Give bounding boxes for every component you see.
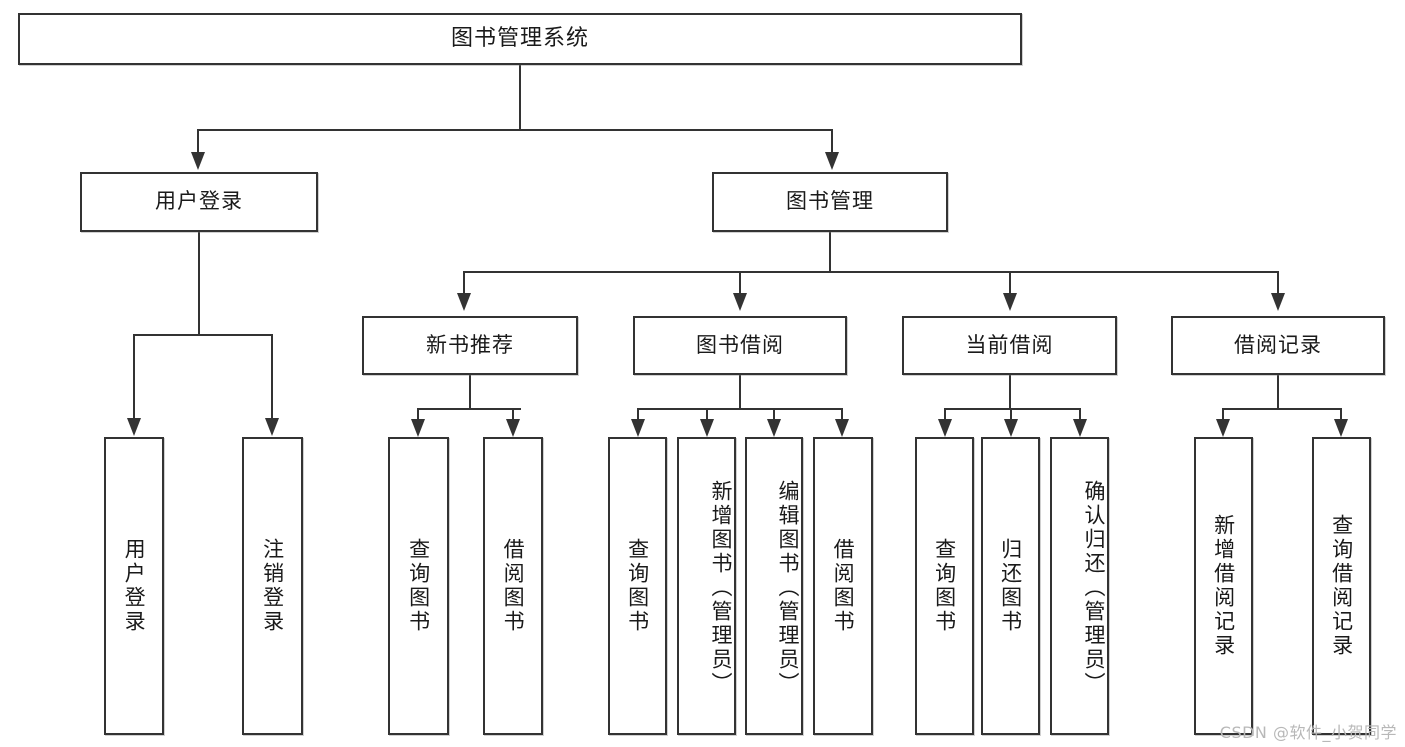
arrow-leaf-new-book-1 (506, 419, 520, 437)
connector-book-borrow-bus (637, 408, 843, 410)
arrow-leaf-book-borrow-1 (700, 419, 714, 437)
arrow-leaf-current-borrow-0 (938, 419, 952, 437)
connector-level2-bus (197, 129, 833, 131)
connector-drop-level3-3 (1277, 271, 1279, 295)
connector-drop-leaf-user-login-1 (271, 334, 273, 420)
connector-drop-leaf-current-borrow-2 (1079, 408, 1081, 421)
leaf-book-borrow-1[interactable]: 新增图书（管理员） (677, 437, 736, 735)
leaf-current-borrow-1[interactable]: 归还图书 (981, 437, 1040, 735)
node-user-login[interactable]: 用户登录 (80, 172, 318, 232)
connector-book-manage-stem (829, 232, 831, 273)
arrow-leaf-borrow-record-0 (1216, 419, 1230, 437)
leaf-new-book-recommend-0[interactable]: 查询图书 (388, 437, 449, 735)
node-current-borrow[interactable]: 当前借阅 (902, 316, 1117, 375)
connector-drop-level3-0 (463, 271, 465, 295)
connector-drop-book-manage (831, 129, 833, 154)
connector-borrow-record-stem (1277, 375, 1279, 410)
leaf-book-borrow-3[interactable]: 借阅图书 (813, 437, 873, 735)
connector-drop-leaf-current-borrow-1 (1010, 408, 1012, 421)
connector-drop-user-login (197, 129, 199, 154)
node-new-book-recommend[interactable]: 新书推荐 (362, 316, 578, 375)
arrow-leaf-new-book-0 (411, 419, 425, 437)
connector-current-borrow-bus (944, 408, 1081, 410)
connector-drop-leaf-book-borrow-1 (706, 408, 708, 421)
leaf-borrow-record-1[interactable]: 查询借阅记录 (1312, 437, 1371, 735)
arrow-leaf-current-borrow-2 (1073, 419, 1087, 437)
arrow-leaf-book-borrow-2 (767, 419, 781, 437)
connector-level3-bus (463, 271, 1277, 273)
arrow-book-manage (825, 152, 839, 170)
leaf-user-login-1[interactable]: 注销登录 (242, 437, 303, 735)
node-borrow-record[interactable]: 借阅记录 (1171, 316, 1385, 375)
arrow-leaf-current-borrow-1 (1004, 419, 1018, 437)
leaf-current-borrow-2[interactable]: 确认归还（管理员） (1050, 437, 1109, 735)
leaf-new-book-recommend-1[interactable]: 借阅图书 (483, 437, 543, 735)
csdn-watermark: CSDN @软件_小贺同学 (1219, 723, 1397, 742)
arrow-leaf-borrow-record-1 (1334, 419, 1348, 437)
connector-drop-leaf-user-login-0 (133, 334, 135, 420)
leaf-book-borrow-2[interactable]: 编辑图书（管理员） (745, 437, 803, 735)
node-book-manage[interactable]: 图书管理 (712, 172, 948, 232)
connector-new-book-stem (469, 375, 471, 410)
arrow-level3-0 (457, 293, 471, 311)
connector-new-book-bus (417, 408, 521, 410)
connector-drop-leaf-new-book-0 (417, 408, 419, 421)
connector-drop-leaf-book-borrow-2 (773, 408, 775, 421)
arrow-level3-3 (1271, 293, 1285, 311)
leaf-user-login-0[interactable]: 用户登录 (104, 437, 164, 735)
connector-drop-level3-1 (739, 271, 741, 295)
connector-user-login-bus (134, 334, 272, 336)
connector-drop-leaf-current-borrow-0 (944, 408, 946, 421)
connector-drop-leaf-book-borrow-0 (637, 408, 639, 421)
connector-drop-leaf-book-borrow-3 (841, 408, 843, 421)
leaf-book-borrow-0[interactable]: 查询图书 (608, 437, 667, 735)
connector-root-stem (519, 65, 521, 131)
connector-drop-level3-2 (1009, 271, 1011, 295)
arrow-level3-2 (1003, 293, 1017, 311)
arrow-user-login (191, 152, 205, 170)
connector-borrow-record-bus (1222, 408, 1341, 410)
connector-current-borrow-stem (1009, 375, 1011, 410)
connector-drop-leaf-borrow-record-1 (1340, 408, 1342, 421)
arrow-leaf-book-borrow-0 (631, 419, 645, 437)
connector-user-login-stem (198, 232, 200, 336)
arrow-leaf-book-borrow-3 (835, 419, 849, 437)
connector-drop-leaf-new-book-1 (512, 408, 514, 421)
arrow-leaf-user-login-0 (127, 418, 141, 436)
arrow-leaf-user-login-1 (265, 418, 279, 436)
arrow-level3-1 (733, 293, 747, 311)
leaf-borrow-record-0[interactable]: 新增借阅记录 (1194, 437, 1253, 735)
connector-book-borrow-stem (739, 375, 741, 410)
connector-drop-leaf-borrow-record-0 (1222, 408, 1224, 421)
node-root-system[interactable]: 图书管理系统 (18, 13, 1022, 65)
node-book-borrow[interactable]: 图书借阅 (633, 316, 847, 375)
leaf-current-borrow-0[interactable]: 查询图书 (915, 437, 974, 735)
